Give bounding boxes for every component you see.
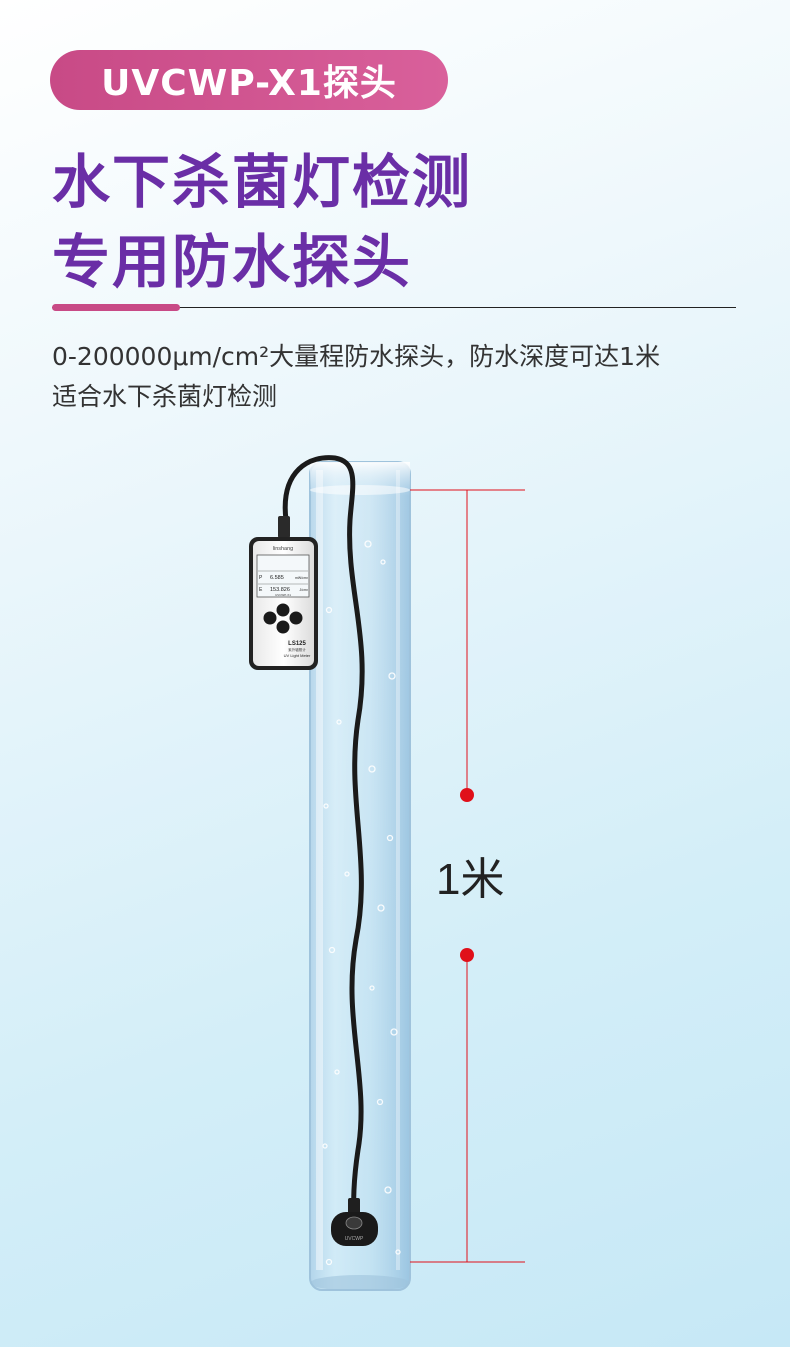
- headline-line-2: 专用防水探头: [52, 228, 413, 296]
- meter-unit-e: J/cm²: [299, 588, 308, 592]
- svg-text:P: P: [259, 575, 263, 581]
- probe-cable: [282, 455, 365, 1225]
- headline-line-1: 水下杀菌灯检测: [52, 148, 473, 216]
- waterproof-probe: UVCWP: [331, 1198, 378, 1246]
- meter-subtitle-en: UV Light Meter: [284, 653, 311, 658]
- svg-text:UVCWP: UVCWP: [345, 1236, 364, 1242]
- divider-line: [52, 307, 736, 308]
- depth-marker-top: [460, 788, 474, 802]
- meter-subtitle-cn: 紫外辐照计: [288, 647, 306, 652]
- meter-reading-p: 6.585: [270, 575, 284, 581]
- meter-model: LS125: [288, 641, 306, 647]
- depth-marker-bottom: [460, 948, 474, 962]
- meter-probe-name: UVCWP-X1: [275, 593, 291, 597]
- uv-meter: [249, 516, 318, 670]
- description-line-1: 0-200000μm/cm²大量程防水探头，防水深度可达1米: [52, 342, 661, 371]
- model-badge: UVCWP-X1探头: [50, 50, 448, 110]
- description-line-2: 适合水下杀菌灯检测: [52, 382, 278, 411]
- divider-accent: [52, 304, 180, 311]
- depth-indicator: [410, 489, 525, 1263]
- svg-text:E: E: [259, 587, 263, 593]
- meter-reading-e: 153.826: [270, 587, 290, 593]
- depth-label: 1米: [436, 855, 505, 904]
- meter-unit-p: mW/cm²: [295, 576, 309, 580]
- meter-brand: linshang: [273, 546, 294, 552]
